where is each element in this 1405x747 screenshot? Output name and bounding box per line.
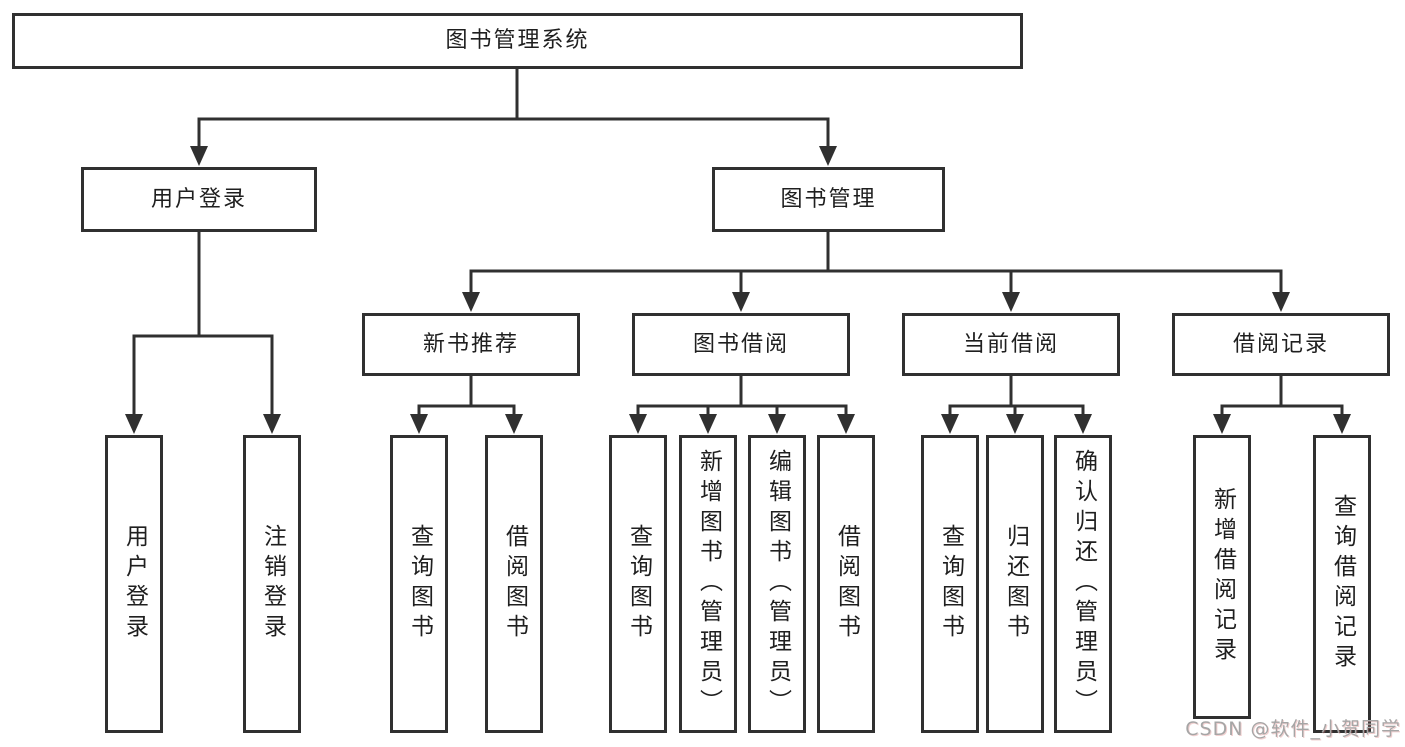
node-book-management: 图书管理	[712, 167, 945, 232]
node-borrowing-records: 借阅记录	[1172, 313, 1390, 376]
leaf-query-books-borrow: 查询图书	[609, 435, 667, 733]
node-current-borrowing: 当前借阅	[902, 313, 1120, 376]
connector-current-borrowing	[941, 375, 1092, 434]
node-library-management-system: 图书管理系统	[12, 13, 1023, 69]
watermark: CSDN @软件_小贺同学	[1185, 718, 1401, 740]
connector-borrowing-records	[1213, 375, 1351, 434]
leaf-add-books-admin: 新增图书（管理员）	[679, 435, 737, 733]
leaf-edit-books-admin: 编辑图书（管理员）	[748, 435, 806, 733]
connector-user-login	[125, 232, 281, 434]
leaf-add-borrow-record: 新增借阅记录	[1193, 435, 1251, 719]
leaf-query-books-current: 查询图书	[921, 435, 979, 733]
leaf-logout: 注销登录	[243, 435, 301, 733]
leaf-query-borrow-record: 查询借阅记录	[1313, 435, 1371, 733]
leaf-query-books-recommend: 查询图书	[390, 435, 448, 733]
leaf-user-login: 用户登录	[105, 435, 163, 733]
leaf-return-books: 归还图书	[986, 435, 1044, 733]
connector-root	[190, 69, 837, 166]
leaf-borrow-books: 借阅图书	[817, 435, 875, 733]
node-book-borrowing: 图书借阅	[632, 313, 850, 376]
leaf-confirm-return-admin: 确认归还（管理员）	[1054, 435, 1112, 733]
node-user-login: 用户登录	[81, 167, 317, 232]
leaf-borrow-books-recommend: 借阅图书	[485, 435, 543, 733]
connector-new-book-recommendation	[410, 375, 523, 434]
connector-book-borrowing	[629, 375, 855, 434]
node-new-book-recommendation: 新书推荐	[362, 313, 580, 376]
connector-book-management	[462, 232, 1290, 312]
